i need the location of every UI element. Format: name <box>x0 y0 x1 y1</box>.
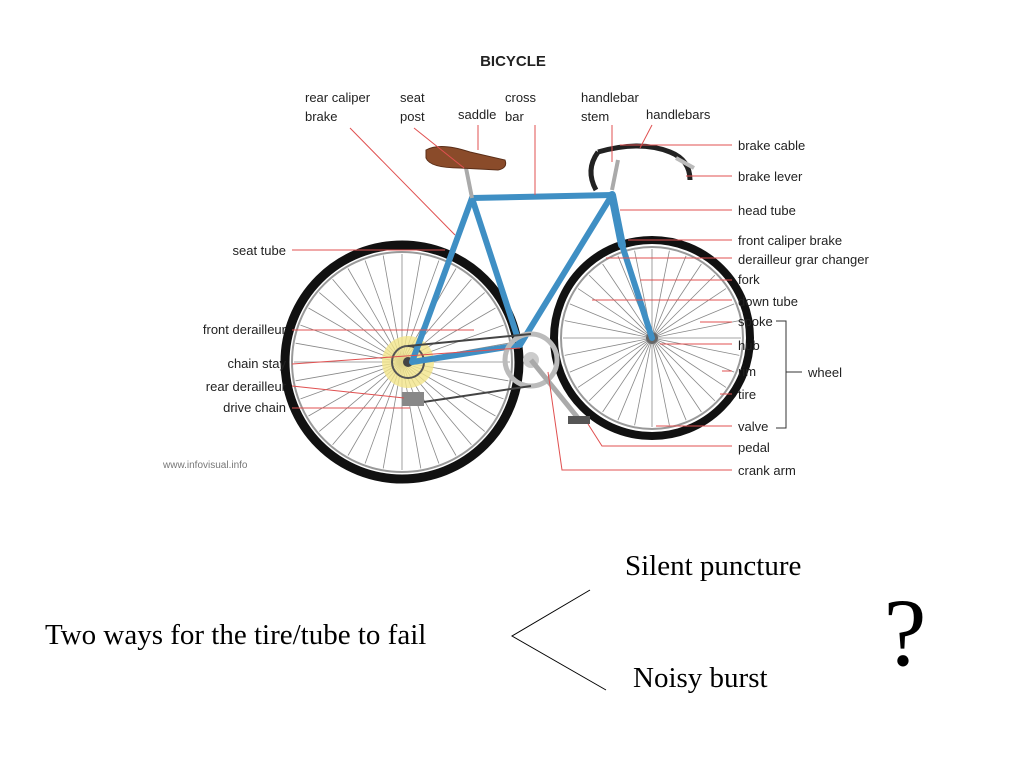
spoke-line <box>634 337 653 426</box>
label-handlebar-stem-2: stem <box>581 109 609 124</box>
spoke-line <box>577 288 653 339</box>
seat-tube <box>469 195 523 348</box>
spoke-line <box>602 337 653 413</box>
stem-shape <box>610 159 620 191</box>
label-crank-arm: crank arm <box>738 463 796 478</box>
label-rear-caliper-brake-2: brake <box>305 109 338 124</box>
label-rim: rim <box>738 364 756 379</box>
spoke-line <box>602 263 653 339</box>
spoke-line <box>651 337 702 413</box>
option-noisy-burst: Noisy burst <box>633 662 768 694</box>
failure-modes: Two ways for the tire/tube to fail Silen… <box>45 550 926 694</box>
branch-lines <box>511 589 607 691</box>
label-front-caliper-brake: front caliper brake <box>738 233 842 248</box>
label-drive-chain: drive chain <box>223 400 286 415</box>
label-handlebar-stem-1: handlebar <box>581 90 639 105</box>
chain-stay-shape <box>409 342 523 365</box>
front-wheel <box>550 236 754 440</box>
leader-lines <box>291 124 732 471</box>
down-tube-shape <box>517 192 615 348</box>
option-silent-puncture: Silent puncture <box>625 550 801 582</box>
spoke-line <box>588 274 653 339</box>
crank-shape <box>529 358 580 420</box>
label-tire: tire <box>738 387 756 402</box>
label-brake-cable: brake cable <box>738 138 805 153</box>
spoke-line <box>651 303 735 339</box>
diagram-title: BICYCLE <box>480 53 546 70</box>
head-tube-shape <box>608 191 626 249</box>
handlebar-shape <box>597 143 693 181</box>
seat-stay <box>409 195 475 365</box>
brake-lever-shape <box>675 156 695 170</box>
label-rear-caliper-brake-1: rear caliper <box>305 90 371 105</box>
spoke-line <box>588 337 653 402</box>
seat-post-shape <box>464 167 474 199</box>
chain-shape <box>407 333 532 405</box>
label-chain-stay: chain stay <box>227 356 286 371</box>
question-mark: ? <box>884 579 927 686</box>
spoke-line <box>651 337 687 421</box>
spoke-line <box>651 263 702 339</box>
spoke-line <box>569 303 653 339</box>
label-front-derailleur: front derailleur <box>203 322 287 337</box>
label-handlebars: handlebars <box>646 107 711 122</box>
fork-shape <box>619 242 655 341</box>
spoke-line <box>569 337 653 373</box>
saddle-shape <box>425 146 507 171</box>
rear-rim <box>291 251 513 473</box>
spoke-line <box>651 288 727 339</box>
label-saddle: saddle <box>458 107 496 122</box>
spoke-line <box>651 250 670 339</box>
label-pedal: pedal <box>738 440 770 455</box>
wheel-bracket <box>776 320 787 429</box>
spoke-line <box>651 274 716 339</box>
spoke-line <box>564 320 653 339</box>
front-rim <box>560 246 744 430</box>
bicycle-frame <box>409 191 655 365</box>
label-head-tube: head tube <box>738 203 796 218</box>
label-seat-tube: seat tube <box>233 243 287 258</box>
label-brake-lever: brake lever <box>738 169 803 184</box>
spoke-line <box>564 337 653 356</box>
derailleur-shape <box>402 392 424 406</box>
pedal-shape <box>568 416 590 424</box>
spoke-line <box>651 337 670 426</box>
label-rear-derailleur: rear derailleur <box>206 379 287 394</box>
top-tube <box>469 192 615 201</box>
handlebar-drop <box>588 150 601 192</box>
spoke-line <box>617 337 653 421</box>
label-hub: hub <box>738 338 760 353</box>
spoke-line <box>651 255 687 339</box>
label-derailleur-gear-changer: derailleur grar changer <box>738 252 869 267</box>
label-cross-bar-1: cross <box>505 90 537 105</box>
label-cross-bar-2: bar <box>505 109 524 124</box>
spoke-line <box>577 337 653 388</box>
label-fork: fork <box>738 272 760 287</box>
label-valve: valve <box>738 419 768 434</box>
label-spoke: spoke <box>738 314 773 329</box>
spoke-line <box>651 337 727 388</box>
bicycle-diagram: BICYCLE <box>162 53 869 484</box>
label-down-tube: down tube <box>738 294 798 309</box>
watermark: www.infovisual.info <box>162 460 248 471</box>
spoke-line <box>651 337 716 402</box>
rear-tire <box>280 240 524 484</box>
label-seat-post-2: post <box>400 109 425 124</box>
spoke-line <box>651 337 740 356</box>
spoke-line <box>651 320 740 339</box>
label-wheel: wheel <box>807 365 842 380</box>
label-seat-post-1: seat <box>400 90 425 105</box>
statement-text: Two ways for the tire/tube to fail <box>45 619 426 651</box>
